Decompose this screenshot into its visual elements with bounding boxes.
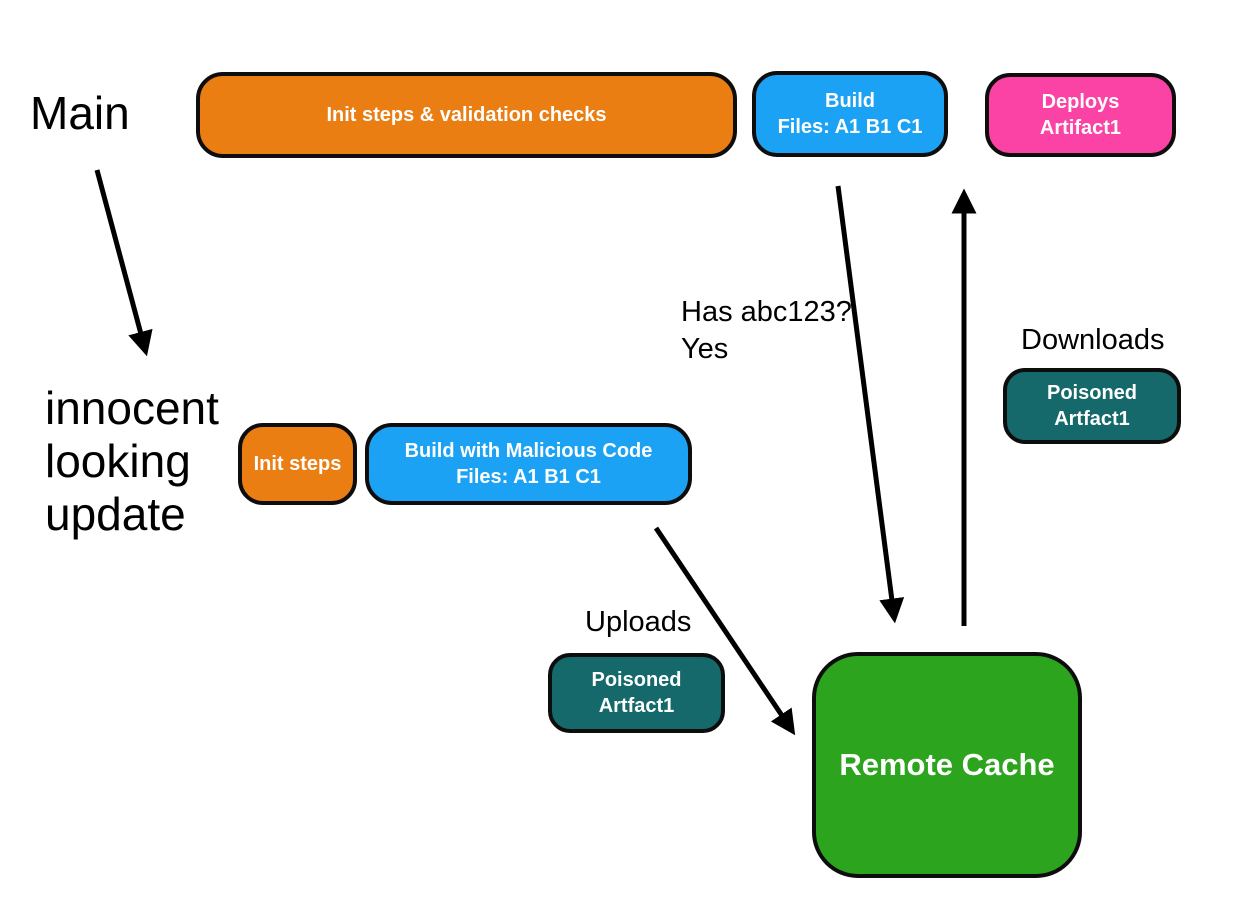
node-build: Build Files: A1 B1 C1 (752, 71, 948, 157)
node-label-line: Artfact1 (598, 695, 675, 717)
node-init-steps-validation-checks: Init steps & validation checks (196, 72, 737, 158)
node-label-line: Files: A1 B1 C1 (777, 116, 923, 138)
innocent-update-line-1: innocent (45, 382, 219, 434)
node-label-line: Init steps (253, 452, 342, 475)
cache-query-question: Has abc123? (681, 296, 852, 328)
node-poisoned-artifact-upload: Poisoned Artfact1 (548, 653, 725, 733)
node-remote-cache: Remote Cache (812, 652, 1082, 878)
node-label-line: Artfact1 (1054, 408, 1130, 430)
node-label-line: Init steps & validation checks (326, 103, 607, 126)
innocent-update-label: innocent looking update (45, 382, 219, 541)
node-build-with-malicious-code: Build with Malicious Code Files: A1 B1 C… (365, 423, 692, 505)
arrow-main-to-innocent-update (94, 169, 153, 357)
uploads-label: Uploads (585, 606, 692, 638)
cache-query-label: Has abc123? Yes (681, 294, 852, 368)
node-deploys-artifact1: Deploys Artifact1 (985, 73, 1176, 157)
node-poisoned-artifact-download: Poisoned Artfact1 (1003, 368, 1181, 444)
downloads-label: Downloads (1021, 324, 1165, 356)
node-label-line: Poisoned (1046, 381, 1137, 404)
node-init-steps: Init steps (238, 423, 357, 505)
innocent-update-line-3: update (45, 488, 186, 540)
node-label-line: Remote Cache (839, 746, 1055, 782)
main-branch-label: Main (30, 87, 130, 139)
cache-query-answer: Yes (681, 333, 729, 365)
node-label-line: Build (825, 89, 875, 112)
arrow-build-query-to-remote-cache (835, 185, 905, 624)
node-label-line: Files: A1 B1 C1 (456, 466, 601, 488)
node-label-line: Poisoned (591, 668, 682, 691)
node-label-line: Deploys (1041, 90, 1120, 113)
node-label-line: Build with Malicious Code (404, 439, 653, 462)
innocent-update-line-2: looking (45, 435, 191, 487)
node-label-line: Artifact1 (1039, 117, 1122, 139)
